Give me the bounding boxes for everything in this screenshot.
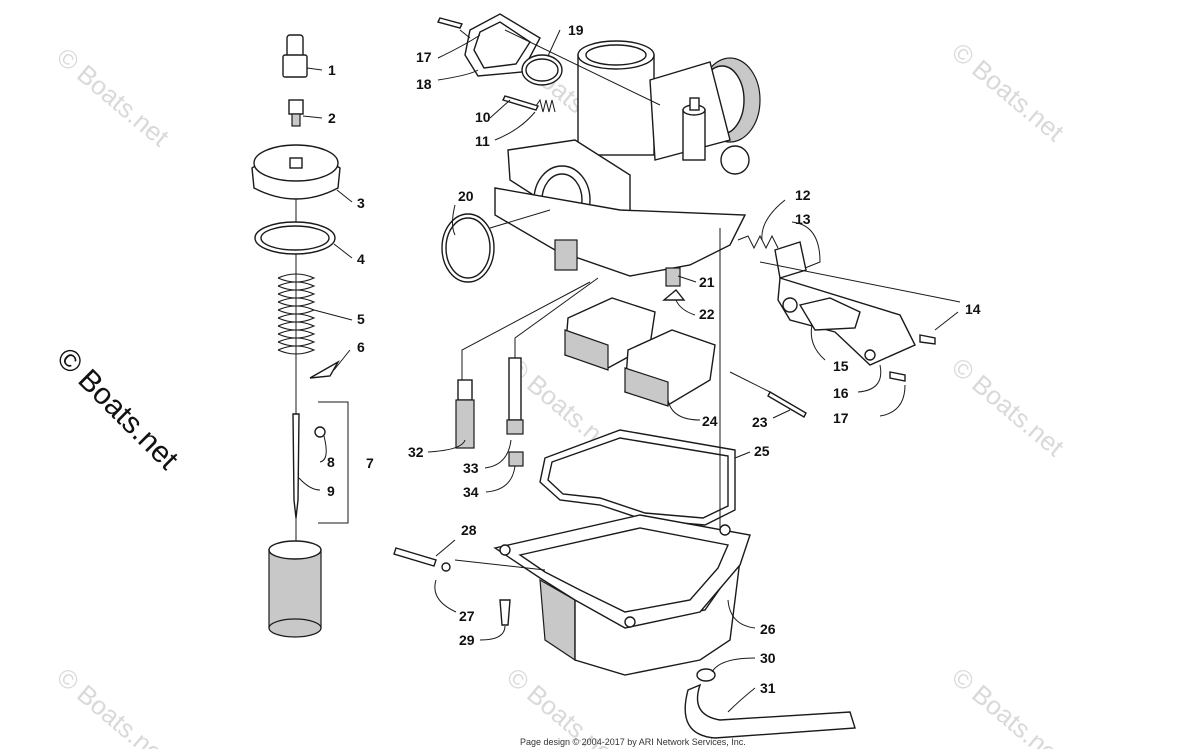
part-carb-body <box>494 40 761 277</box>
watermark-text: © Boats.net <box>501 662 625 749</box>
watermark-text: © Boats.net <box>946 352 1070 463</box>
callout-18: 18 <box>416 76 432 92</box>
watermark-text: © Boats.net <box>946 662 1070 749</box>
part-drain-o-ring <box>441 562 451 572</box>
copyright-footer: Page design © 2004-2017 by ARI Network S… <box>520 737 746 747</box>
callout-7: 7 <box>366 455 374 471</box>
part-main-jet <box>508 451 524 467</box>
callout-17-top: 17 <box>416 49 432 65</box>
part-needle-valve <box>455 379 475 449</box>
bracket-7 <box>318 401 349 524</box>
part-idle-screw <box>502 95 539 111</box>
callout-29: 29 <box>459 632 475 648</box>
callout-12: 12 <box>795 187 811 203</box>
callout-30: 30 <box>760 650 776 666</box>
part-e-clip <box>314 426 326 438</box>
part-float <box>564 297 716 407</box>
callout-13: 13 <box>795 211 811 227</box>
part-cap-nut <box>282 34 308 78</box>
callout-32: 32 <box>408 444 424 460</box>
watermark-text: © Boats.net <box>51 42 175 153</box>
callout-17-right: 17 <box>833 410 849 426</box>
part-o-ring-inner <box>260 225 330 251</box>
part-pin-clip <box>662 289 686 301</box>
part-hose-clamp <box>696 668 716 682</box>
callout-33: 33 <box>463 460 479 476</box>
callout-28: 28 <box>461 522 477 538</box>
part-needle-clip <box>309 360 340 379</box>
part-drain-screw <box>393 547 437 567</box>
callout-4: 4 <box>357 251 365 267</box>
part-adjuster <box>288 99 304 127</box>
callout-26: 26 <box>760 621 776 637</box>
callout-16: 16 <box>833 385 849 401</box>
callout-20: 20 <box>458 188 474 204</box>
watermark-text: © Boats.net <box>946 37 1070 148</box>
callout-labels: 1 2 3 4 5 6 7 8 9 10 11 12 13 14 15 16 1… <box>327 22 981 696</box>
part-idle-spring <box>535 98 556 113</box>
part-emulsion-tube <box>506 357 524 435</box>
callout-27: 27 <box>459 608 475 624</box>
leader-lines <box>298 29 961 713</box>
part-pilot-jet <box>665 267 681 287</box>
watermark-text: © Boats.net <box>51 662 175 749</box>
callout-6: 6 <box>357 339 365 355</box>
part-top-cover <box>436 13 563 86</box>
part-throttle-slide <box>268 540 322 638</box>
callout-5: 5 <box>357 311 365 327</box>
callout-34: 34 <box>463 484 479 500</box>
part-float-bowl-gasket-inner <box>547 437 729 519</box>
side-watermark: © Boats.net <box>50 342 185 477</box>
part-top-cap <box>251 144 341 200</box>
part-drain-hose <box>684 683 856 739</box>
part-bowl-screw <box>499 599 511 626</box>
callout-31: 31 <box>760 680 776 696</box>
callout-10: 10 <box>475 109 491 125</box>
callout-25: 25 <box>754 443 770 459</box>
part-jet-needle <box>292 413 300 519</box>
callout-3: 3 <box>357 195 365 211</box>
callout-19: 19 <box>568 22 584 38</box>
callout-15: 15 <box>833 358 849 374</box>
part-float-bowl <box>493 514 751 676</box>
part-float-pin <box>767 391 807 418</box>
part-throttle-linkage <box>737 234 936 382</box>
callout-8: 8 <box>327 454 335 470</box>
part-intake-o-ring-inner <box>445 217 491 279</box>
callout-9: 9 <box>327 483 335 499</box>
callout-22: 22 <box>699 306 715 322</box>
callout-11: 11 <box>475 133 490 149</box>
callout-14: 14 <box>965 301 981 317</box>
callout-24: 24 <box>702 413 718 429</box>
callout-1: 1 <box>328 62 336 78</box>
callout-2: 2 <box>328 110 336 126</box>
callout-21: 21 <box>699 274 715 290</box>
callout-23: 23 <box>752 414 768 430</box>
